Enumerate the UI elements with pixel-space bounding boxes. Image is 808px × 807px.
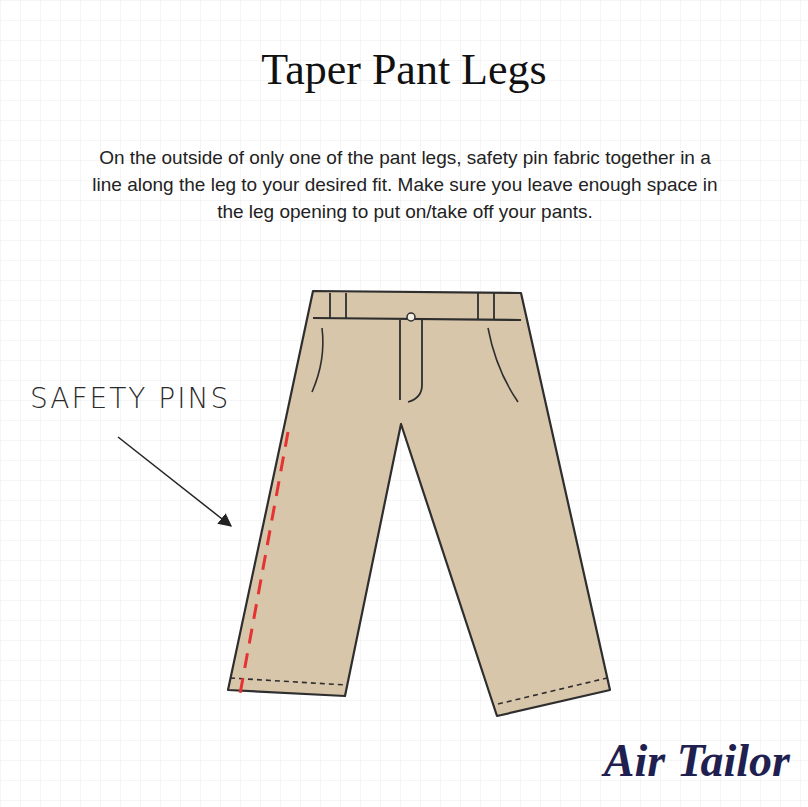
cuff-line xyxy=(230,678,346,685)
safety-pin-line xyxy=(240,432,288,694)
fly xyxy=(400,320,422,402)
title: Taper Pant Legs xyxy=(0,44,808,95)
waistband xyxy=(313,318,521,320)
instruction-text: On the outside of only one of the pant l… xyxy=(92,144,718,225)
button xyxy=(407,313,415,321)
pocket xyxy=(312,328,323,392)
leader-arrow xyxy=(118,437,231,526)
pocket xyxy=(488,328,518,402)
brand-logo: Air Tailor xyxy=(590,734,790,788)
cuff-line xyxy=(498,678,607,704)
pants-body xyxy=(228,291,610,716)
pants-drawing xyxy=(228,291,610,716)
callout-label: SAFETY PINS xyxy=(30,382,250,416)
